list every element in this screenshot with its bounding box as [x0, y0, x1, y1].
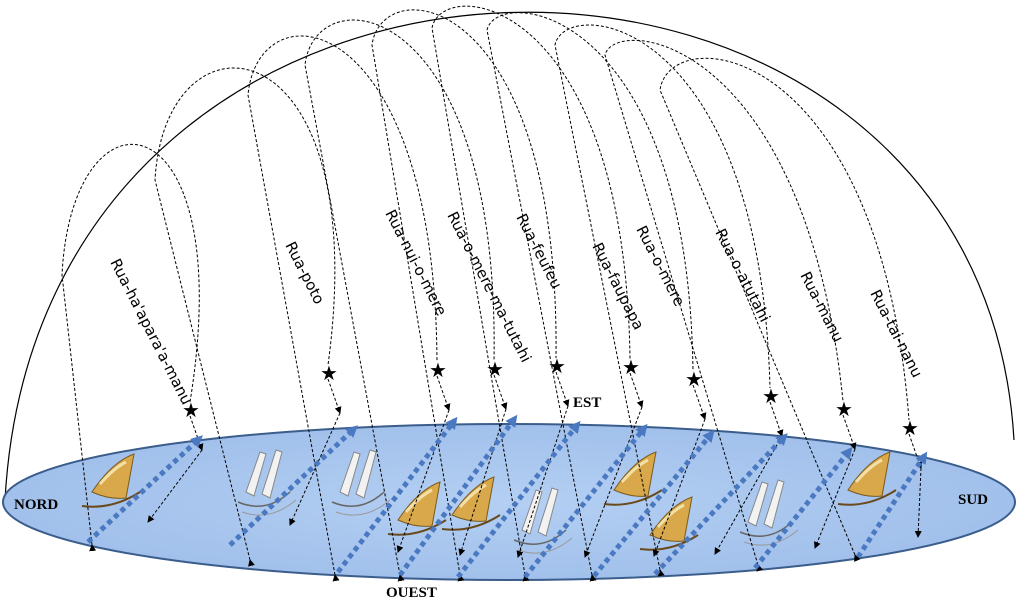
double-hull-canoe-icon: [513, 487, 573, 554]
route-arrow: [86, 435, 203, 544]
route-arrow-layer: [86, 414, 928, 579]
sail-canoe-icon: [603, 451, 663, 506]
north-label: NORD: [14, 497, 58, 513]
star-path-arc: [486, 12, 694, 582]
star-icon: ★: [548, 354, 566, 378]
star-path-setting: [396, 409, 450, 553]
horizon-disc: [2, 423, 1016, 581]
star-path-arc: [154, 67, 336, 567]
star-path-arc: [659, 57, 910, 562]
route-arrow: [228, 425, 358, 547]
east-label: EST: [573, 395, 601, 411]
star-path-label: Rua-tai-nanu: [866, 287, 926, 381]
star-path-drop: [692, 384, 707, 420]
star-icon: ★: [762, 384, 780, 408]
star-path-setting: [289, 412, 341, 526]
star-path-drop: [493, 374, 508, 410]
route-arrow: [456, 420, 581, 579]
star-path-arc: [247, 35, 438, 582]
star-path-setting: [652, 418, 706, 557]
star-path-drop: [769, 401, 784, 437]
star-path-label: Rua-poto: [281, 239, 328, 307]
star-path-label: Rua-o-mere: [632, 223, 688, 310]
star-path-setting: [814, 448, 856, 549]
star-layer: ★ ★ ★ ★ ★ ★ ★ ★ ★ ★: [182, 354, 919, 440]
star-path-arc: [604, 39, 844, 572]
star-icon: ★: [685, 367, 703, 391]
south-label: SUD: [958, 492, 988, 508]
star-path-label: Rua-manu: [796, 269, 847, 346]
sail-canoe-icon: [639, 496, 699, 551]
star-path-setting: [458, 408, 507, 556]
star-label-layer: Rua-ha'apara'a-manu Rua-poto Rua-nui-o-mer…: [106, 207, 926, 408]
route-arrow: [753, 446, 853, 570]
star-path-setting: [914, 467, 922, 538]
star-icon: ★: [429, 358, 447, 382]
route-arrow: [653, 433, 788, 576]
west-label: OUEST: [386, 585, 437, 601]
sky-dome: [4, 11, 1015, 501]
star-path-setting: [147, 449, 203, 523]
star-icon: ★: [835, 397, 853, 421]
star-path-layer: [61, 5, 923, 582]
star-icon: ★: [486, 357, 504, 381]
sail-canoe-icon: [837, 451, 897, 506]
star-path-drop: [327, 378, 342, 414]
star-icon: ★: [622, 355, 640, 379]
double-hull-canoe-icon: [739, 479, 799, 546]
star-path-label: Rua-feufeu: [512, 211, 565, 292]
canoe-layer: [81, 449, 897, 554]
star-path-arc: [304, 19, 495, 582]
star-path-drop: [555, 371, 570, 407]
star-path-label: Rua-faupapa: [588, 240, 647, 333]
star-icon: ★: [182, 398, 200, 422]
star-path-arc: [371, 9, 557, 582]
star-path-setting: [714, 435, 783, 555]
star-path-label: Rua-nui-o-mere: [381, 207, 450, 319]
star-icon: ★: [320, 361, 338, 385]
route-arrow: [855, 451, 928, 559]
star-icon: ★: [901, 416, 919, 440]
star-path-drop: [842, 414, 857, 450]
star-path-arc: [554, 24, 771, 577]
route-arrow: [336, 416, 458, 574]
star-path-arc: [61, 144, 200, 552]
sail-canoe-icon: [441, 476, 501, 531]
star-path-label: Rua-ha'apara'a-manu: [106, 256, 195, 408]
route-arrow: [592, 429, 715, 578]
star-path-drop: [629, 372, 644, 408]
double-hull-canoe-icon: [331, 449, 391, 516]
star-path-label: Rua-o-atutahi: [711, 226, 774, 325]
route-arrow: [397, 414, 518, 577]
star-path-drop: [436, 375, 451, 411]
star-path-arc: [431, 5, 631, 582]
star-path-setting: [516, 405, 569, 558]
